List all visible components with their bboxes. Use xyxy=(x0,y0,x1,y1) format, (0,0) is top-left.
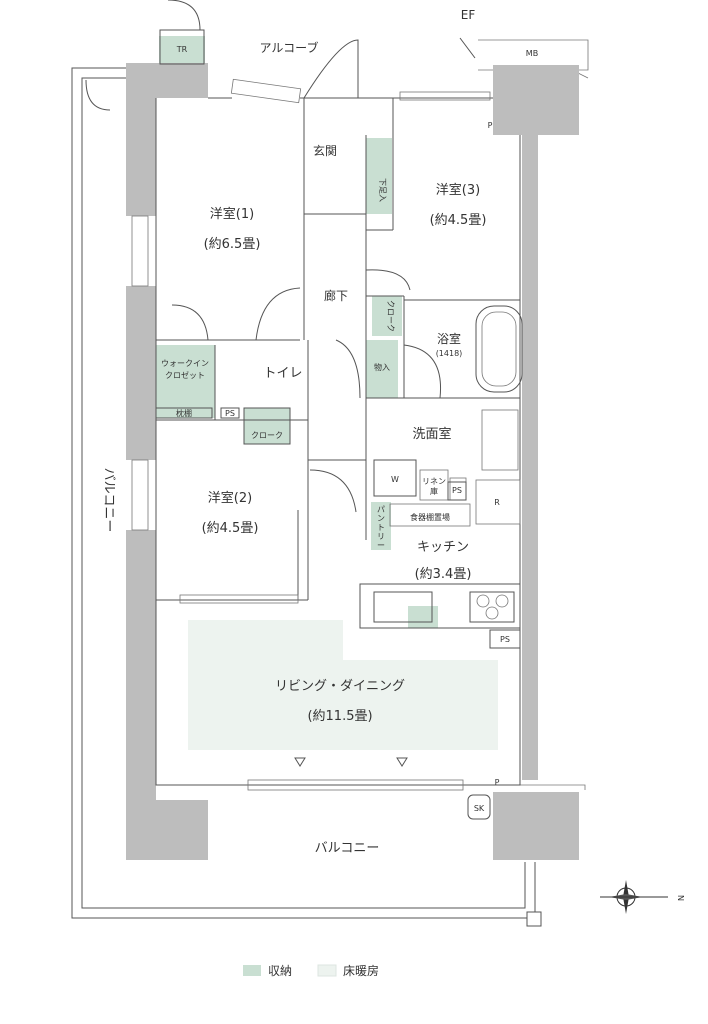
closet-3-label: クローク xyxy=(386,300,395,332)
closet-2-label: クローク xyxy=(251,431,283,440)
tr-label: TR xyxy=(176,45,188,54)
pantry-char-3: ト xyxy=(377,523,385,532)
hallway-label: 廊下 xyxy=(324,288,348,303)
legend-storage-label: 収納 xyxy=(268,964,292,978)
structural-walls xyxy=(126,63,579,860)
ps-label-3: PS xyxy=(500,635,510,644)
pantry-char-4: リ xyxy=(377,532,385,541)
p-label-2: P xyxy=(495,778,500,787)
kitchen-name: キッチン xyxy=(417,540,469,555)
pillow-shelf-label: 枕棚 xyxy=(176,408,192,418)
ps-label-2: PS xyxy=(452,486,462,495)
living-floor-heating xyxy=(188,620,498,750)
pantry-char-2: ン xyxy=(377,514,385,523)
cooktop-burners xyxy=(476,594,509,620)
ef-label: EF xyxy=(461,8,476,22)
shoe-storage-label: 下足入 xyxy=(378,178,387,202)
windows xyxy=(131,78,491,791)
storage-label: 物入 xyxy=(374,362,390,372)
bath-label: 浴室 xyxy=(437,331,461,346)
pantry-char-5: ー xyxy=(377,541,385,550)
legend-floor-heating-swatch xyxy=(317,964,337,977)
living-dining-name: リビング・ダイニング xyxy=(275,679,405,694)
linen-line1: リネン xyxy=(422,477,446,486)
toilet-label: トイレ xyxy=(263,366,302,381)
room-labels: 洋室(1) (約6.5畳) 洋室(3) (約4.5畳) 洋室(2) (約4.5畳… xyxy=(202,143,487,724)
legend: 収納 床暖房 xyxy=(243,963,379,978)
sk-label: SK xyxy=(474,804,485,813)
western-room-1-name: 洋室(1) xyxy=(210,206,254,222)
compass-north-label: N xyxy=(676,895,685,901)
fridge-label: R xyxy=(494,498,500,507)
dish-space-label: 食器棚置場 xyxy=(410,512,450,522)
western-room-3-name: 洋室(3) xyxy=(436,182,480,198)
alcove-label: アルコーブ xyxy=(260,40,319,55)
ps-label-1: PS xyxy=(225,409,235,418)
entrance-label: 玄関 xyxy=(313,143,337,158)
direction-markers xyxy=(294,757,408,767)
western-room-2-size: (約4.5畳) xyxy=(202,521,259,536)
legend-floor-heating-label: 床暖房 xyxy=(343,963,379,978)
living-dining-size: (約11.5畳) xyxy=(307,709,372,724)
compass-icon: N xyxy=(600,880,685,914)
walkin-closet-line1: ウォークイン xyxy=(161,359,209,368)
storage-areas xyxy=(155,36,438,628)
washroom-label: 洗面室 xyxy=(412,426,451,442)
doors xyxy=(85,0,476,513)
p-label-1: P xyxy=(488,121,493,130)
balcony-bottom-label: バルコニー xyxy=(315,841,380,856)
mb-label: MB xyxy=(526,49,538,58)
balcony-side-label: バルコニー xyxy=(101,468,116,533)
legend-storage-swatch xyxy=(243,965,261,976)
western-room-2-name: 洋室(2) xyxy=(208,490,252,506)
fixture-labels: TR アルコーブ EF MB 下足入 クローク 物入 ウォークイン クロゼット … xyxy=(161,8,538,813)
western-room-3-size: (約4.5畳) xyxy=(430,213,487,228)
bath-size: (1418) xyxy=(436,349,463,358)
pantry-char-1: パ xyxy=(377,505,385,514)
western-room-1-size: (約6.5畳) xyxy=(204,237,261,252)
washer-label: W xyxy=(391,475,399,484)
interior-walls xyxy=(155,29,523,820)
kitchen-size: (約3.4畳) xyxy=(415,567,472,582)
linen-line2: 庫 xyxy=(430,486,438,496)
walkin-closet-line2: クロゼット xyxy=(165,370,205,380)
